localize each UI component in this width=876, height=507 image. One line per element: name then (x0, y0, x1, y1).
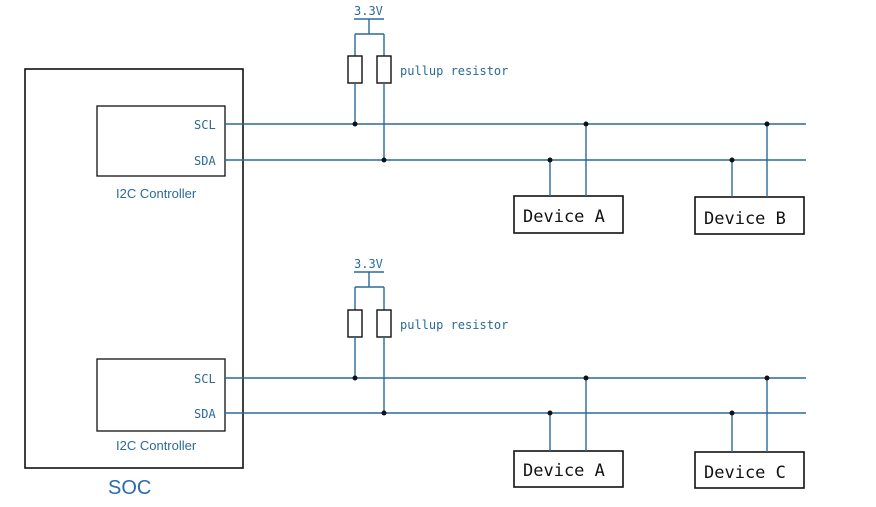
junction-node (764, 375, 770, 381)
sda-pin-label-1: SDA (194, 154, 216, 168)
pullup-resistor-sda-1 (376, 55, 392, 84)
scl-pin-label-1: SCL (194, 118, 216, 132)
junction-node (381, 410, 387, 416)
i2c-controller-box-1 (96, 105, 226, 177)
bus-2: I2C Controller SCL SDA 3.3V pullup resis… (96, 257, 806, 489)
sda-pin-label-2: SDA (194, 407, 216, 421)
bus-1: I2C Controller SCL SDA 3.3V pullup resis… (96, 4, 806, 235)
junction-node (729, 157, 735, 163)
soc-box (24, 68, 244, 469)
junction-node (381, 157, 387, 163)
device-label-2a: Device A (523, 461, 605, 481)
device-box-2c (694, 451, 805, 489)
device-label-2c: Device C (704, 463, 786, 483)
device-label-1b: Device B (704, 209, 786, 229)
junction-node (547, 410, 553, 416)
pullup-resistor-scl-1 (347, 55, 363, 84)
pullup-label-1: pullup resistor (400, 64, 508, 78)
junction-node (583, 375, 589, 381)
pullup-resistor-scl-2 (347, 309, 363, 338)
junction-node (352, 375, 358, 381)
i2c-controller-label-1: I2C Controller (116, 186, 197, 201)
soc-label: SOC (108, 477, 151, 499)
voltage-label-2: 3.3V (354, 257, 383, 271)
device-box-1b (694, 196, 805, 235)
i2c-controller-label-2: I2C Controller (116, 438, 197, 453)
junction-node (352, 121, 358, 127)
junction-node (764, 121, 770, 127)
voltage-label-1: 3.3V (354, 4, 383, 18)
pullup-label-2: pullup resistor (400, 318, 508, 332)
device-label-1a: Device A (523, 207, 605, 227)
i2c-controller-box-2 (96, 358, 226, 432)
device-box-1a (513, 195, 624, 234)
junction-node (729, 410, 735, 416)
junction-node (583, 121, 589, 127)
pullup-resistor-sda-2 (376, 309, 392, 338)
scl-pin-label-2: SCL (194, 372, 216, 386)
device-box-2a (513, 450, 624, 488)
junction-node (547, 157, 553, 163)
